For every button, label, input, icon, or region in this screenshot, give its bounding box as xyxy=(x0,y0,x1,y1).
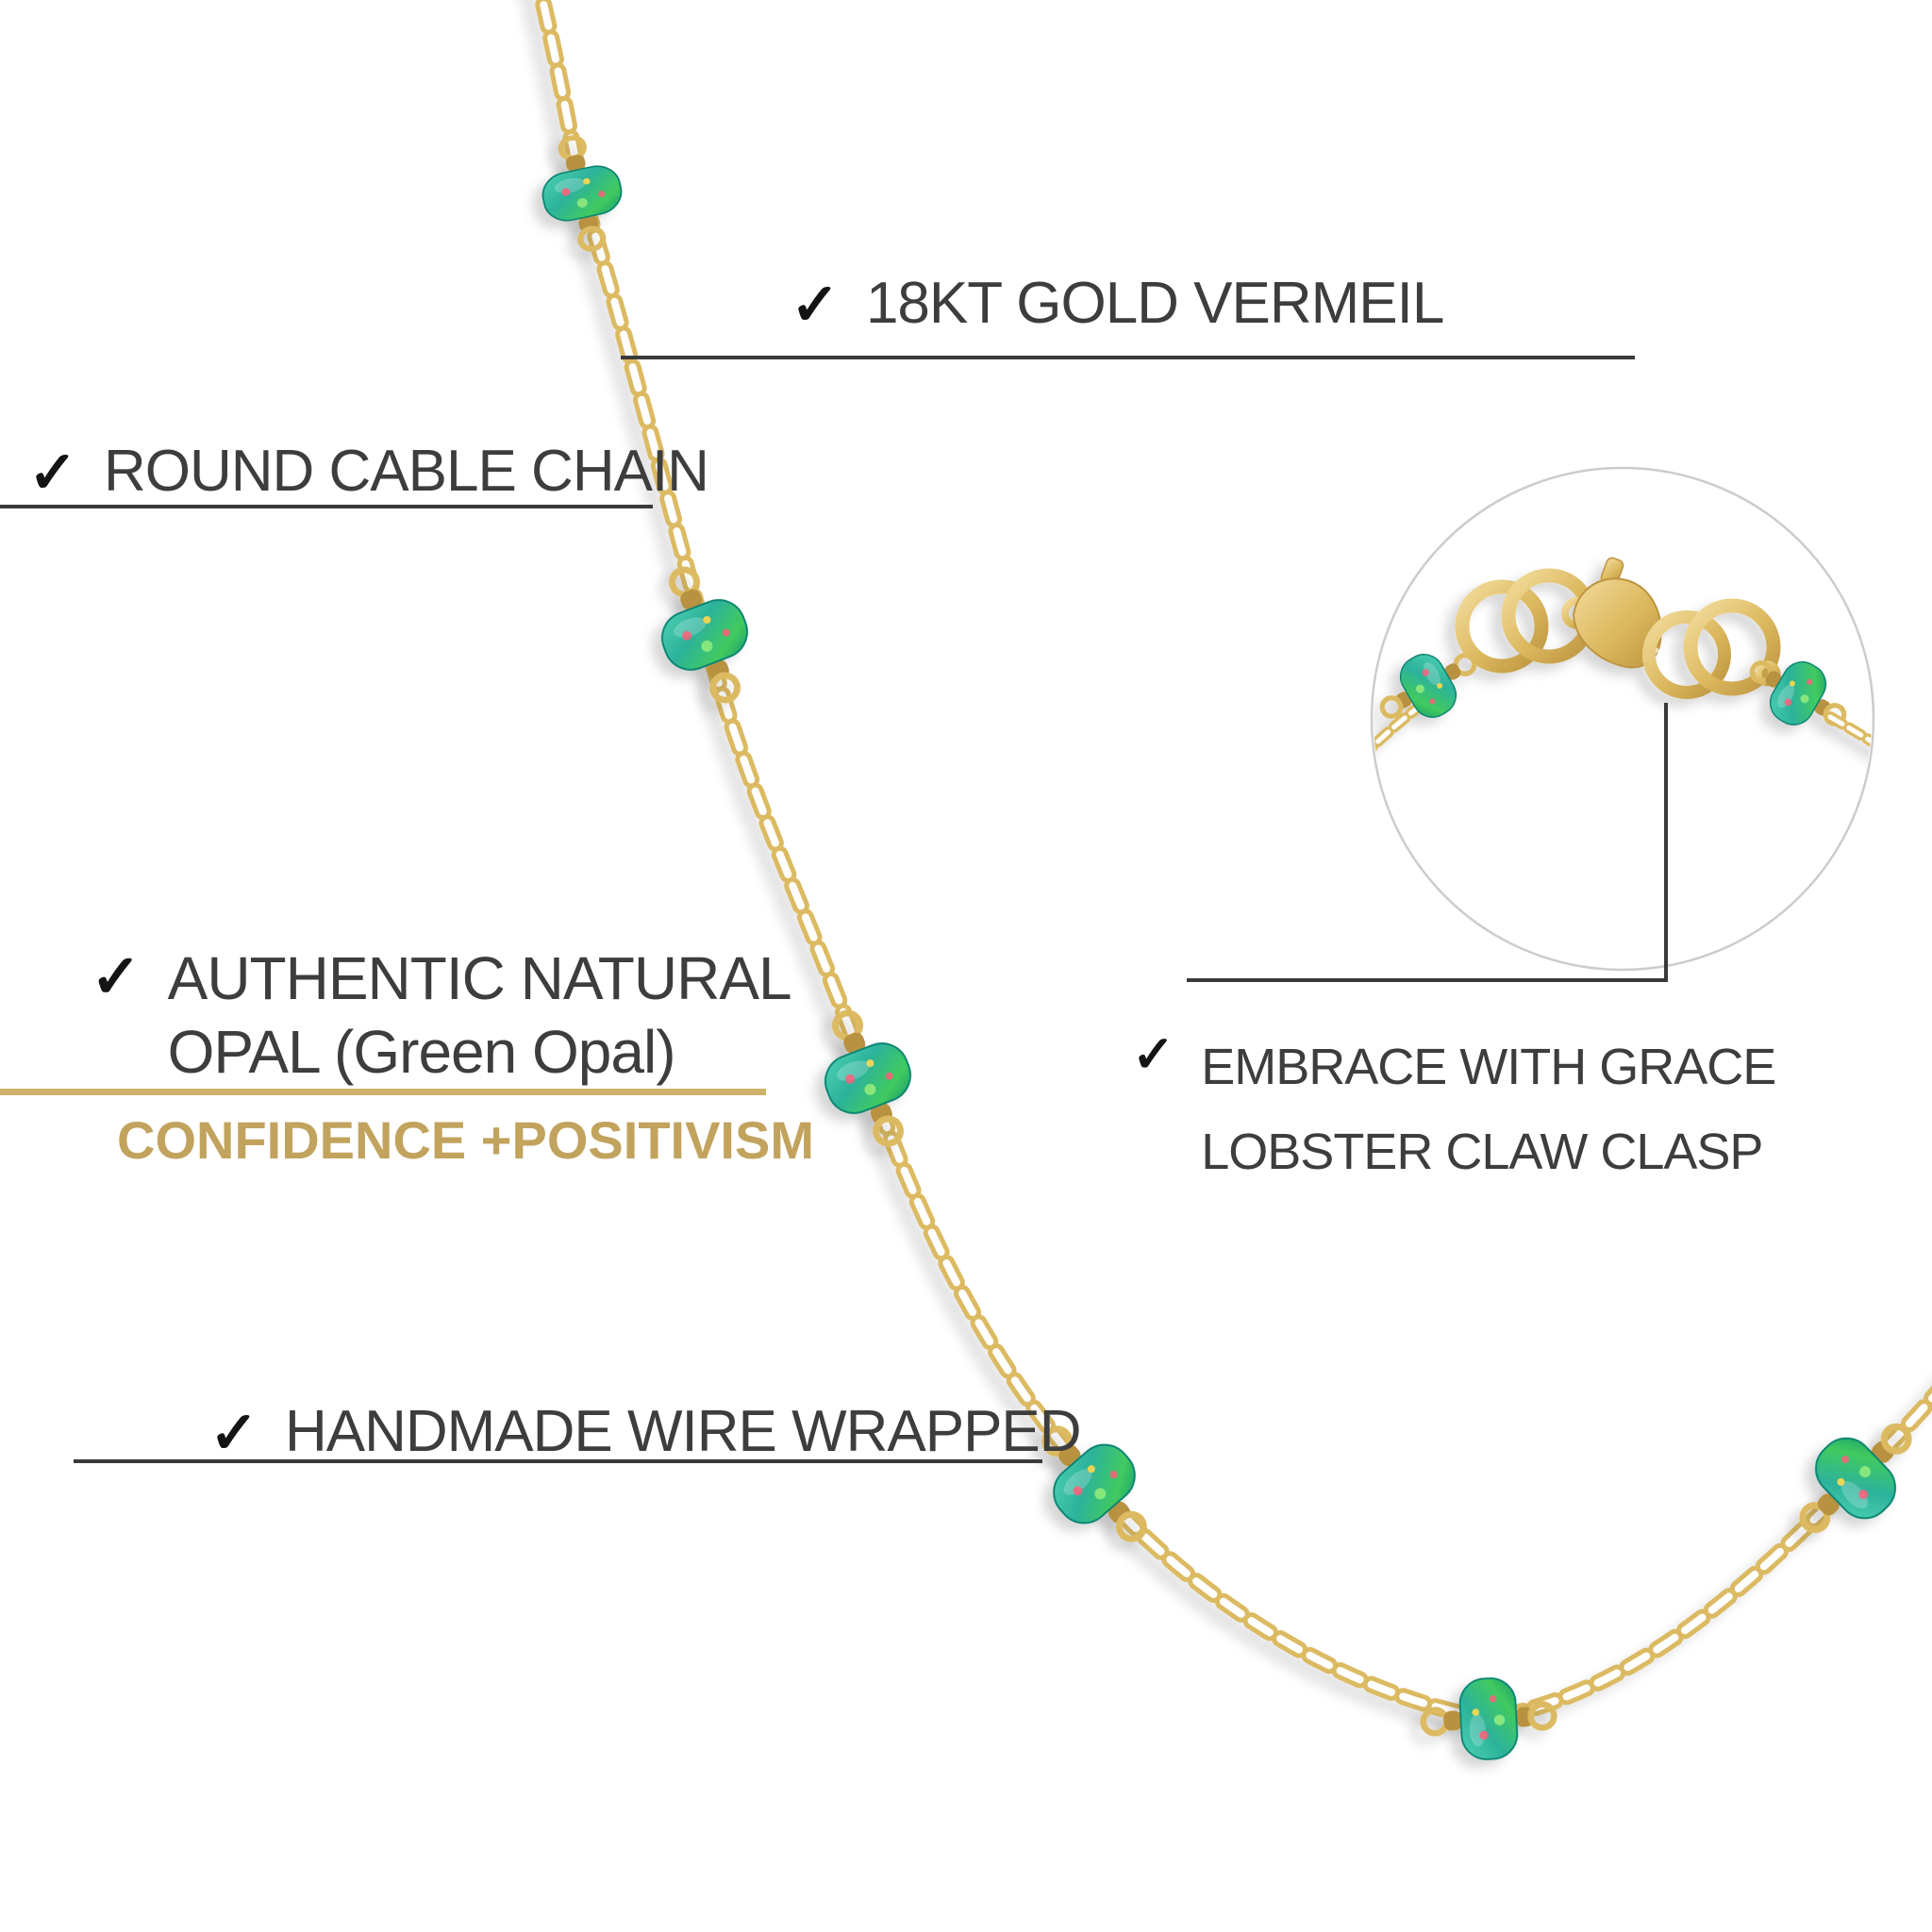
clasp-inset-content xyxy=(1374,557,1872,762)
opal-bead-1 xyxy=(532,130,632,257)
jump-ring-4 xyxy=(1683,598,1781,696)
feature-cable-chain-label: ROUND CABLE CHAIN xyxy=(103,439,709,504)
feature-gold-vermeil: ✓ 18KT GOLD VERMEIL xyxy=(791,270,1444,339)
feature-cable-chain: ✓ ROUND CABLE CHAIN xyxy=(28,438,709,507)
inset-chain-right xyxy=(1824,711,1872,757)
callout-line-gold-vermeil xyxy=(621,356,1635,359)
callout-line-clasp-vertical xyxy=(1664,703,1668,982)
brand-tagline: CONFIDENCE +POSITIVISM xyxy=(117,1110,814,1170)
checkmark-icon: ✓ xyxy=(1132,1026,1175,1083)
feature-natural-opal-line2: OPAL (Green Opal) xyxy=(167,1018,676,1086)
checkmark-icon: ✓ xyxy=(28,441,77,506)
feature-clasp-line2: LOBSTER CLAW CLASP xyxy=(1201,1124,1763,1180)
checkmark-icon: ✓ xyxy=(791,273,840,338)
feature-gold-vermeil-label: 18KT GOLD VERMEIL xyxy=(865,271,1444,336)
inset-chain-left xyxy=(1374,703,1423,762)
callout-line-cable-chain xyxy=(0,505,653,508)
jump-ring-3 xyxy=(1642,610,1731,699)
callout-line-clasp-horizontal xyxy=(1187,978,1668,982)
feature-natural-opal: ✓ AUTHENTIC NATURAL OPAL (Green Opal) xyxy=(91,941,792,1089)
feature-natural-opal-line1: AUTHENTIC NATURAL xyxy=(167,944,792,1012)
jump-ring-1 xyxy=(1455,579,1549,674)
checkmark-icon: ✓ xyxy=(91,942,142,1010)
checkmark-icon: ✓ xyxy=(209,1401,258,1466)
gold-divider-line xyxy=(0,1089,766,1095)
feature-handmade-label: HANDMADE WIRE WRAPPED xyxy=(284,1399,1082,1464)
feature-handmade: ✓ HANDMADE WIRE WRAPPED xyxy=(209,1398,1082,1467)
feature-clasp: ✓ EMBRACE WITH GRACE LOBSTER CLAW CLASP xyxy=(1132,1024,1776,1194)
cable-chain xyxy=(519,0,1932,1739)
callout-line-handmade xyxy=(74,1459,1042,1463)
lobster-claw-clasp xyxy=(1561,557,1662,669)
feature-clasp-line1: EMBRACE WITH GRACE xyxy=(1201,1039,1776,1095)
